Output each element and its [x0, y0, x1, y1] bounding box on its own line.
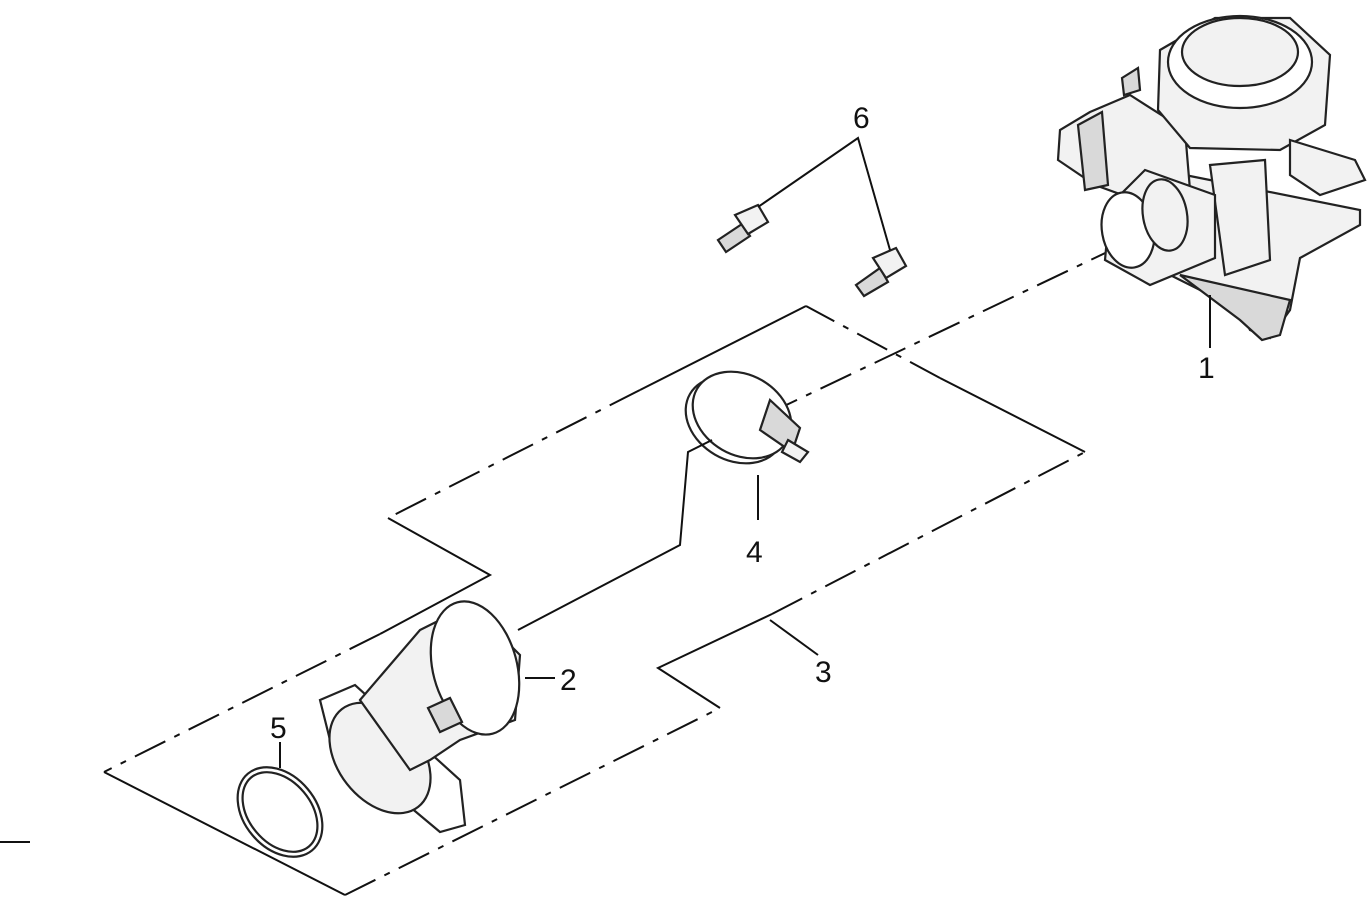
leader-6 — [757, 136, 891, 251]
centerline-manifold-clamp — [517, 439, 713, 631]
callout-4: 4 — [746, 536, 763, 569]
o-ring — [236, 766, 324, 858]
callout-3: 3 — [815, 656, 832, 689]
group-outline — [103, 305, 1086, 896]
intake-manifold — [318, 600, 522, 834]
callout-5: 5 — [270, 712, 287, 745]
callout-6: 6 — [853, 102, 870, 135]
callout-1: 1 — [1198, 352, 1215, 385]
hose-clamp — [684, 370, 810, 465]
callout-2: 2 — [560, 664, 577, 697]
carburetor — [1056, 14, 1367, 342]
bolt — [716, 203, 770, 254]
leader-3 — [769, 619, 819, 656]
centerline-carb-clamp — [779, 244, 1123, 409]
bolt — [854, 246, 908, 298]
